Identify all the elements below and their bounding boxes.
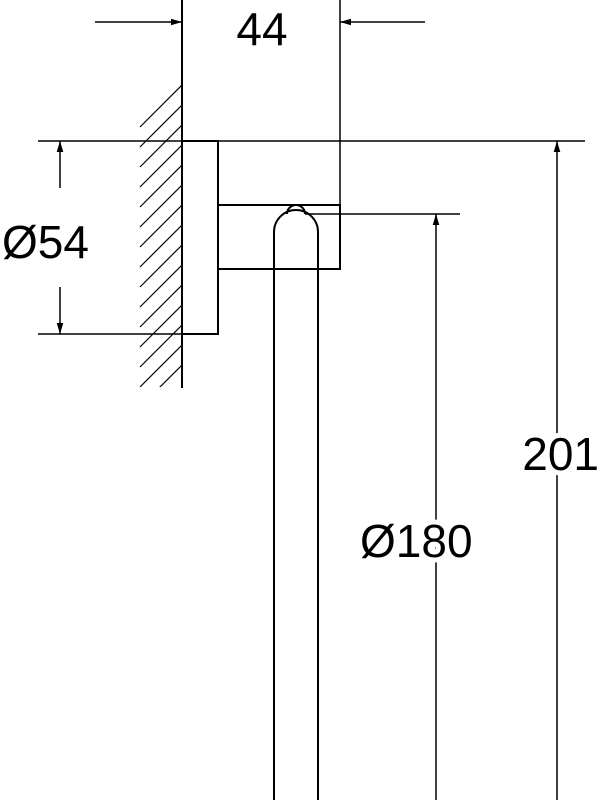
- towel-ring: [273, 204, 319, 800]
- dimension-ring-diameter-label: Ø180: [360, 515, 473, 567]
- wall-hatching: [139, 85, 182, 387]
- dimension-ring-diameter: Ø180: [305, 213, 478, 800]
- dimension-projection: 44: [95, 0, 425, 205]
- dimension-overall-height-label: 201: [522, 428, 599, 480]
- ring-outer: [273, 209, 319, 800]
- wall: [139, 0, 183, 388]
- dimension-overall-height: 201: [218, 140, 600, 800]
- dimension-rosette-diameter: Ø54: [2, 140, 182, 335]
- ring-top-nub: [286, 204, 306, 215]
- dimension-projection-label: 44: [236, 3, 287, 55]
- holder-arm: [218, 204, 341, 270]
- rosette-plate: [182, 140, 219, 335]
- dimension-rosette-diameter-label: Ø54: [2, 216, 89, 268]
